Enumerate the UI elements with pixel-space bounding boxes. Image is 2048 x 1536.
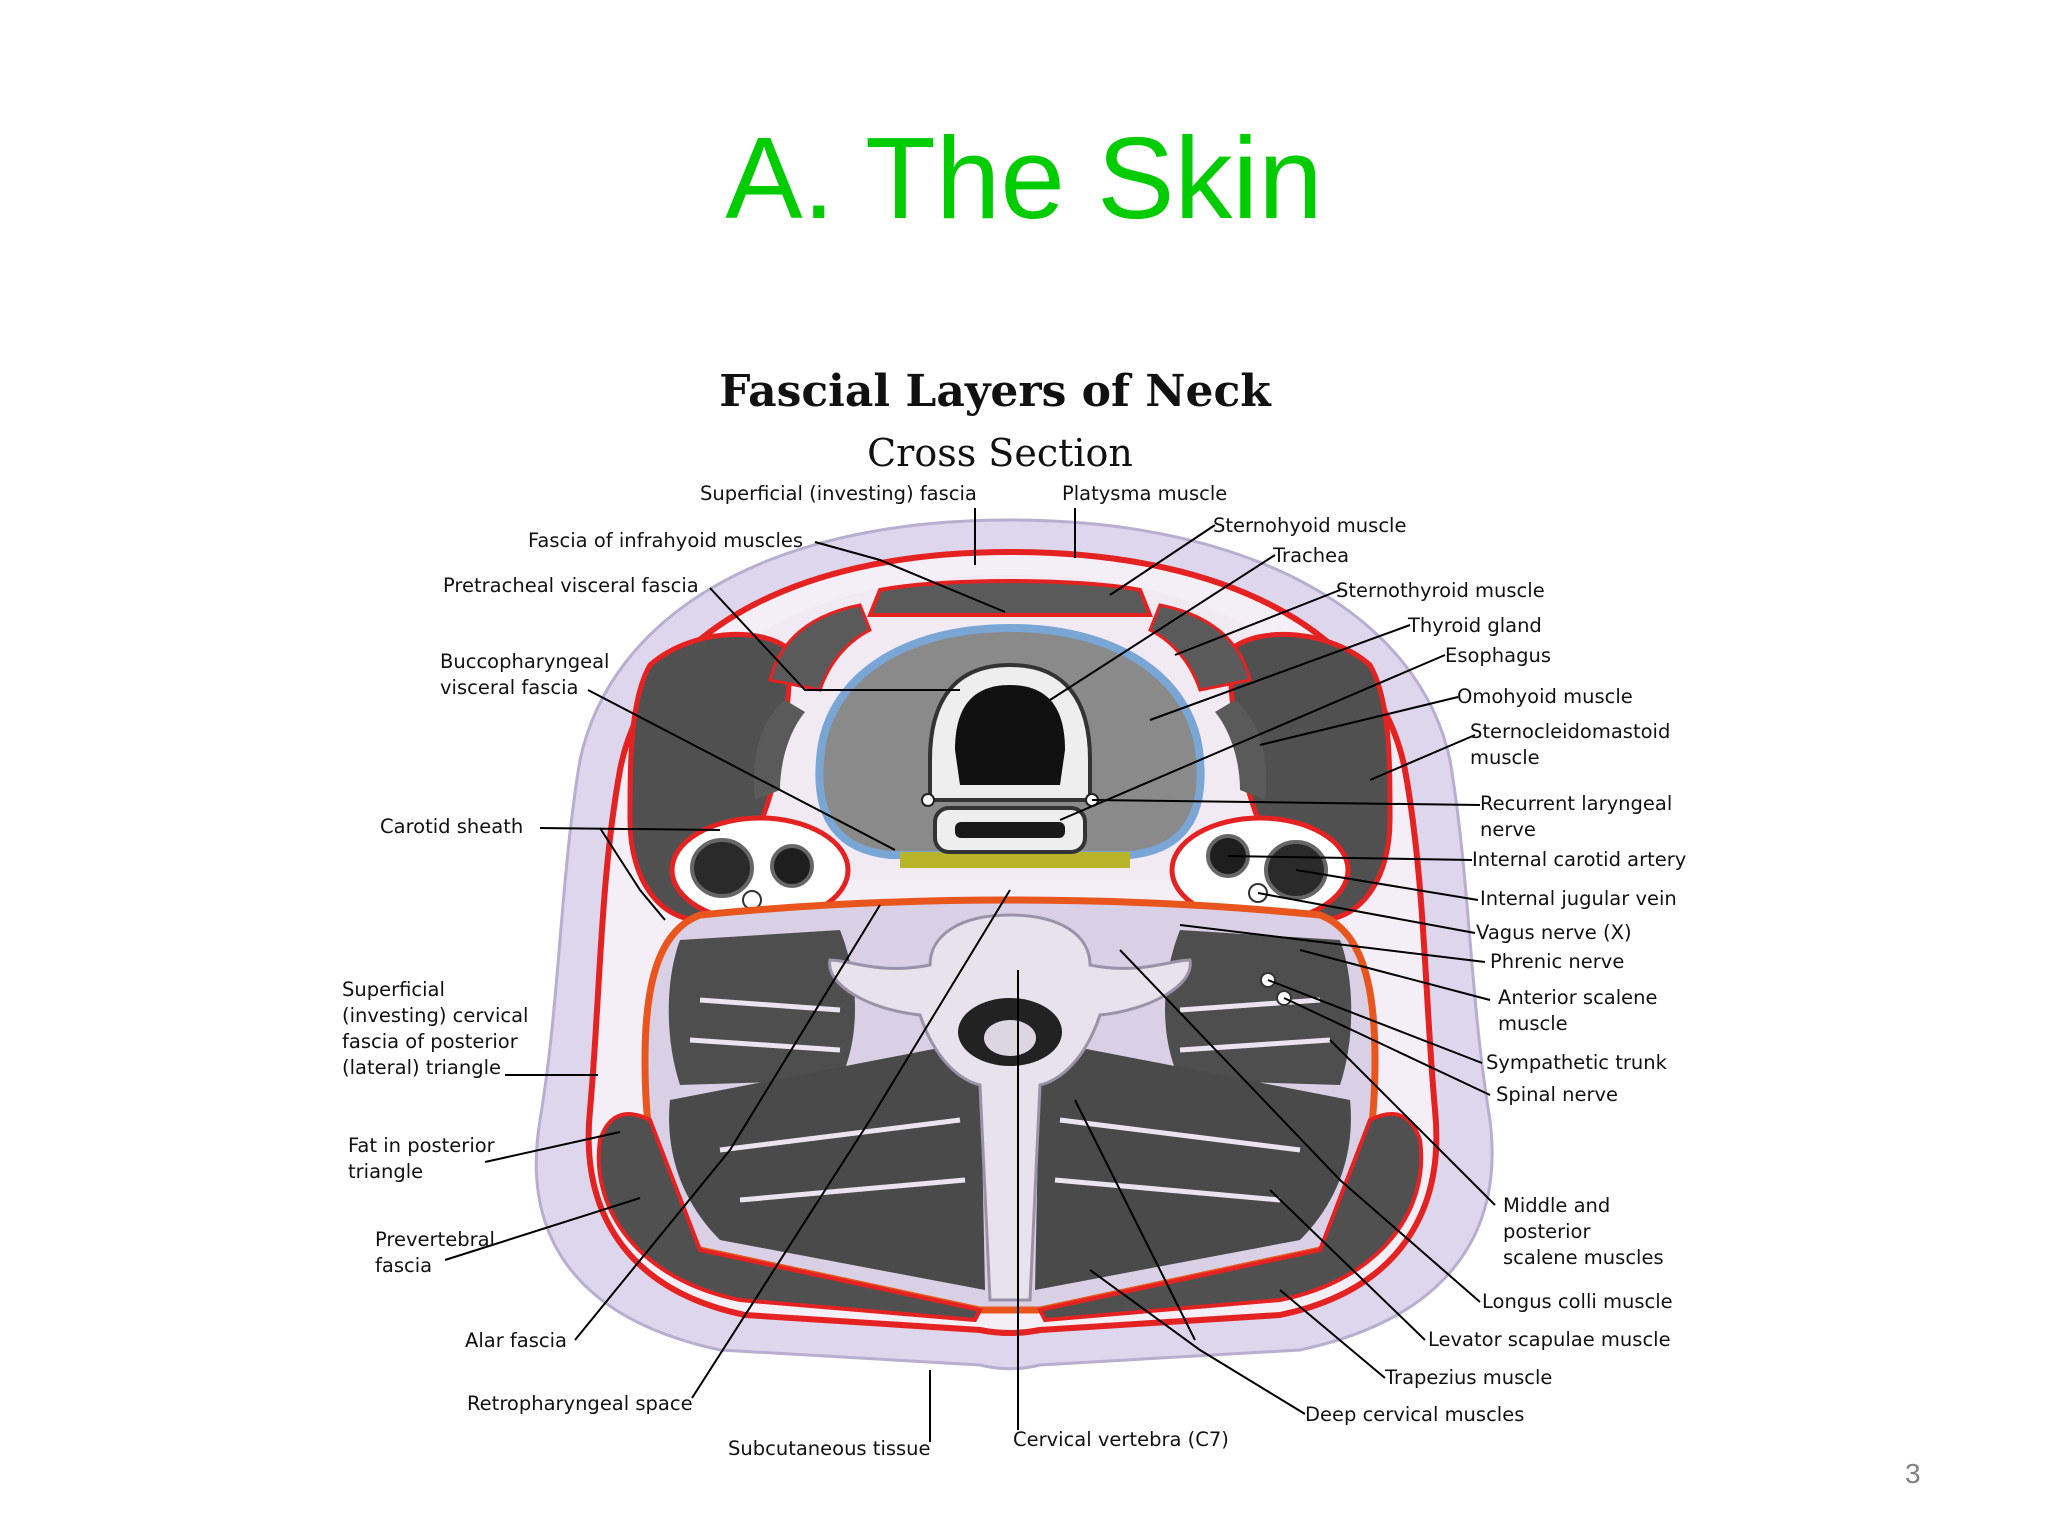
spinal-cord-inner xyxy=(984,1020,1036,1056)
label-subcutaneous: Subcutaneous tissue xyxy=(728,1437,931,1460)
muscle-septa xyxy=(689,997,1331,1203)
label-fat-1: Fat in posterior xyxy=(348,1134,496,1157)
label-superficial-investing-fascia: Superficial (investing) fascia xyxy=(700,482,977,505)
label-sympathetic-trunk: Sympathetic trunk xyxy=(1486,1051,1668,1074)
label-platysma: Platysma muscle xyxy=(1062,482,1227,505)
label-buccopharyngeal-2: visceral fascia xyxy=(440,676,578,699)
figure-subtitle: Cross Section xyxy=(867,431,1133,475)
label-trachea: Trachea xyxy=(1272,544,1349,567)
label-middle-scalene-1: Middle and xyxy=(1503,1194,1610,1217)
label-cervical-vertebra: Cervical vertebra (C7) xyxy=(1013,1428,1229,1451)
label-trapezius: Trapezius muscle xyxy=(1384,1366,1552,1389)
sternothyroid-right xyxy=(1148,603,1252,692)
label-esophagus: Esophagus xyxy=(1445,644,1551,667)
label-sup-cervical-2: (investing) cervical xyxy=(342,1004,528,1027)
label-retropharyngeal: Retropharyngeal space xyxy=(467,1392,693,1415)
omohyoid-left xyxy=(753,700,805,800)
figure-title: Fascial Layers of Neck xyxy=(719,366,1272,417)
label-prevertebral-1: Prevertebral xyxy=(375,1228,495,1251)
label-spinal-nerve: Spinal nerve xyxy=(1496,1083,1618,1106)
label-phrenic: Phrenic nerve xyxy=(1490,950,1624,973)
leader-lines xyxy=(444,508,1496,1442)
labels: Superficial (investing) fascia Platysma … xyxy=(342,482,1686,1460)
left-jugular-vein xyxy=(690,838,754,898)
label-middle-scalene-3: scalene muscles xyxy=(1503,1246,1664,1269)
label-scm-2: muscle xyxy=(1470,746,1540,769)
label-int-jugular: Internal jugular vein xyxy=(1480,887,1677,910)
label-recurrent-1: Recurrent laryngeal xyxy=(1480,792,1672,815)
label-pretracheal: Pretracheal visceral fascia xyxy=(443,574,699,597)
trapezius-left xyxy=(596,1112,983,1323)
label-fascia-infrahyoid: Fascia of infrahyoid muscles xyxy=(528,529,803,552)
left-carotid-artery xyxy=(770,844,814,888)
cervical-vertebra xyxy=(828,913,1192,1302)
label-fat-2: triangle xyxy=(348,1160,423,1183)
label-deep-cervical: Deep cervical muscles xyxy=(1305,1403,1524,1426)
label-levator-scapulae: Levator scapulae muscle xyxy=(1428,1328,1671,1351)
label-sternothyroid: Sternothyroid muscle xyxy=(1336,579,1545,602)
recurrent-laryngeal-nerve-left xyxy=(921,793,935,807)
trapezius-right xyxy=(1037,1112,1424,1323)
label-scm-1: Sternocleidomastoid xyxy=(1470,720,1670,743)
label-vagus: Vagus nerve (X) xyxy=(1476,921,1632,944)
sternothyroid-left xyxy=(768,603,872,692)
label-omohyoid: Omohyoid muscle xyxy=(1457,685,1633,708)
label-prevertebral-2: fascia xyxy=(375,1254,432,1277)
label-sup-cervical-1: Superficial xyxy=(342,978,445,1001)
label-recurrent-2: nerve xyxy=(1480,818,1536,841)
label-int-carotid: Internal carotid artery xyxy=(1472,848,1686,871)
label-anterior-scalene-2: muscle xyxy=(1498,1012,1568,1035)
esophagus-lumen xyxy=(955,822,1065,838)
label-thyroid: Thyroid gland xyxy=(1407,614,1542,637)
label-sternohyoid: Sternohyoid muscle xyxy=(1213,514,1406,537)
label-anterior-scalene-1: Anterior scalene xyxy=(1498,986,1658,1009)
deep-cervical-muscles-left xyxy=(669,1040,985,1290)
label-buccopharyngeal-1: Buccopharyngeal xyxy=(440,650,609,673)
omohyoid-right xyxy=(1215,700,1267,800)
label-carotid-sheath: Carotid sheath xyxy=(380,815,523,838)
trachea-lumen xyxy=(955,685,1065,785)
slide-title: A. The Skin xyxy=(725,113,1323,243)
label-longus-colli: Longus colli muscle xyxy=(1482,1290,1673,1313)
label-middle-scalene-2: posterior xyxy=(1503,1220,1591,1243)
sternohyoid-muscles xyxy=(867,579,1153,617)
label-alar-fascia: Alar fascia xyxy=(465,1329,567,1352)
buccopharyngeal-band xyxy=(900,852,1130,868)
deep-cervical-muscles-right xyxy=(1035,1040,1351,1290)
label-sup-cervical-3: fascia of posterior xyxy=(342,1030,519,1053)
label-sup-cervical-4: (lateral) triangle xyxy=(342,1056,501,1079)
slide-number: 3 xyxy=(1905,1458,1921,1489)
neck-anatomy xyxy=(534,518,1494,1371)
